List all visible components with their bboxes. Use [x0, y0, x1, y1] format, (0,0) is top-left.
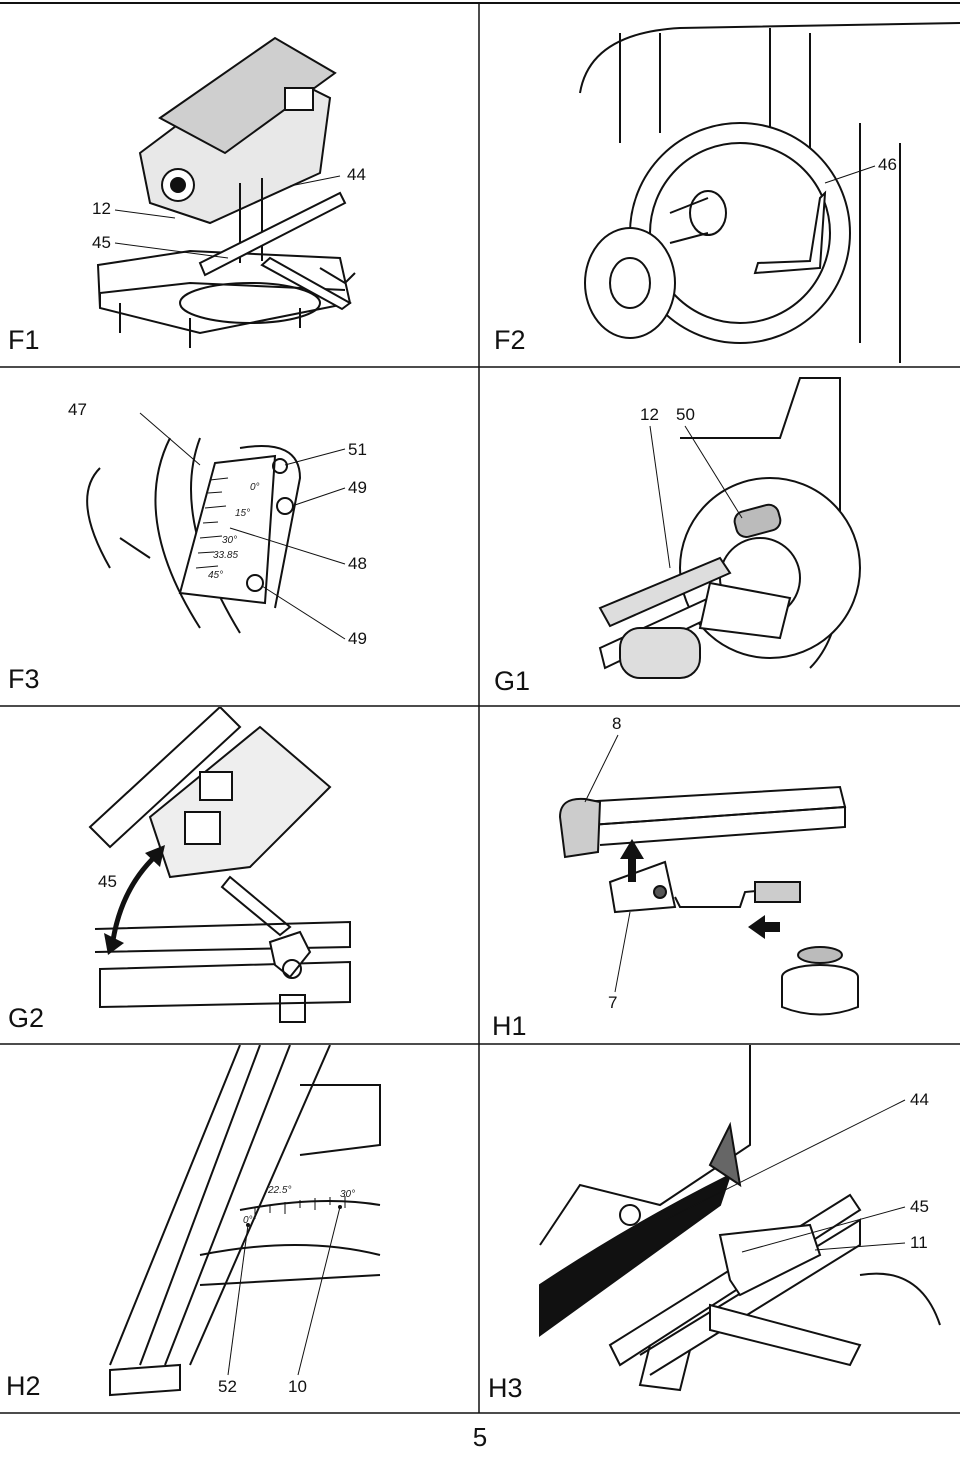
h2-drawing: 22.5° 30° 0°: [109, 1045, 381, 1397]
f3-callout-49b: 49: [348, 629, 367, 648]
h1-callout-8: 8: [612, 714, 622, 733]
h3-drawing: [539, 1045, 941, 1392]
f3-scale-45: 45°: [208, 570, 223, 581]
panel-label-f1: F1: [8, 325, 40, 355]
f3-callout-51: 51: [348, 440, 367, 459]
panel-label-h3: H3: [488, 1373, 523, 1403]
f3-scale-30: 30°: [222, 535, 237, 546]
f3-scale-0: 0°: [250, 482, 260, 493]
f3-scale-ticks: [139, 412, 346, 640]
g2-drawing: [88, 707, 351, 1023]
g1-drawing: [598, 377, 861, 679]
panel-f2: 46 F2: [480, 3, 960, 367]
f3-callout-49a: 49: [348, 478, 367, 497]
panel-label-f2: F2: [494, 325, 526, 355]
panel-h1: 8 7 H1: [480, 707, 960, 1044]
f3-callout-47: 47: [68, 400, 87, 419]
h2-callout-52: 52: [218, 1377, 237, 1396]
f3-drawing: 0° 15° 30° 33.85 45°: [86, 412, 346, 640]
page-number: 5: [472, 1422, 488, 1452]
f3-scale-15: 15°: [235, 508, 250, 519]
panel-label-h2: H2: [6, 1371, 41, 1401]
h2-scale-0: 0°: [243, 1215, 253, 1226]
panel-label-g2: G2: [8, 1003, 45, 1033]
h3-callout-44: 44: [910, 1090, 929, 1109]
h3-callout-45: 45: [910, 1197, 929, 1216]
f1-callout-44: 44: [347, 165, 366, 184]
panel-g1: 12 50 G1: [480, 368, 960, 706]
panel-f1: 44 12 45 F1: [0, 3, 479, 367]
f1-callout-45: 45: [92, 233, 111, 252]
h3-callout-11: 11: [910, 1233, 928, 1252]
h2-scale-225: 22.5°: [267, 1185, 291, 1196]
h1-callout-7: 7: [608, 993, 618, 1012]
panel-label-f3: F3: [8, 664, 40, 694]
f2-callout-46: 46: [878, 155, 897, 174]
h2-scale-ticks: [227, 1196, 346, 1376]
f3-callout-48: 48: [348, 554, 367, 573]
f1-callout-12: 12: [92, 199, 111, 218]
f2-drawing: [579, 22, 960, 363]
g2-callout-45: 45: [98, 872, 117, 891]
h2-scale-30: 30°: [340, 1189, 355, 1200]
f3-scale-3385: 33.85: [213, 550, 238, 561]
g1-callout-12: 12: [640, 405, 659, 424]
h2-callout-10: 10: [288, 1377, 307, 1396]
panel-h3: 44 45 11 H3: [480, 1045, 960, 1413]
h1-drawing: [558, 734, 859, 1016]
panel-h2: 22.5° 30° 0° 52 10 H2: [0, 1045, 479, 1413]
panel-f3: 0° 15° 30° 33.85 45° 47 51 49 48 49 F3: [0, 368, 479, 706]
f1-drawing: [96, 36, 356, 348]
panel-label-g1: G1: [494, 666, 531, 696]
g1-callout-50: 50: [676, 405, 695, 424]
panel-label-h1: H1: [492, 1011, 527, 1041]
panel-g2: 45 G2: [0, 707, 479, 1044]
